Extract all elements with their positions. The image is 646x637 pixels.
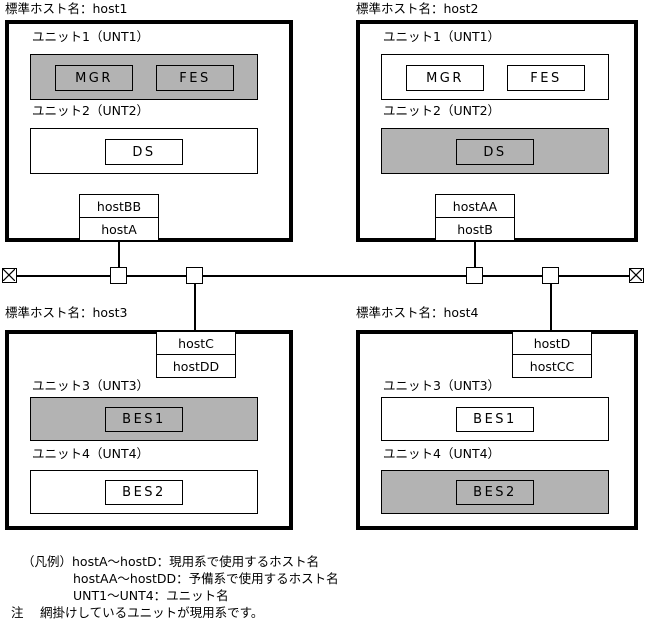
legend-note-label: 注	[11, 605, 24, 620]
unit-label-host3-unit3: ユニット3（UNT3）	[32, 378, 150, 393]
network-bus-line	[16, 275, 630, 277]
hostname-standby-host4: hostCC	[513, 355, 591, 377]
hostname-active-host1: hostA	[80, 218, 158, 240]
bus-tap-host4	[542, 267, 559, 284]
unit-label-host1-unit1: ユニット1（UNT1）	[32, 29, 150, 44]
host-caption-host4: 標準ホスト名：host4	[356, 305, 479, 320]
process-box-host1-mgr: MGR	[55, 65, 133, 91]
process-box-host3-bes2: BES2	[105, 480, 183, 505]
bus-terminator-right	[629, 268, 644, 283]
bus-tap-host1	[110, 267, 127, 284]
bus-tap-host3	[186, 267, 203, 284]
unit-label-host4-unit3: ユニット3（UNT3）	[383, 378, 501, 393]
hostname-standby-host1: hostBB	[80, 195, 158, 218]
process-box-host3-bes1: BES1	[105, 407, 183, 432]
drop-line-host1	[118, 241, 120, 276]
legend-line-2: hostAA〜hostDD：予備系で使用するホスト名	[73, 571, 339, 586]
process-box-host2-mgr: MGR	[406, 65, 484, 91]
unit-box-host1-unit2	[30, 128, 258, 174]
unit-box-host1-unit1	[30, 54, 258, 100]
process-box-host4-bes1: BES1	[456, 407, 534, 432]
legend-line-3: UNT1〜UNT4：ユニット名	[73, 588, 229, 603]
legend-line-1: （凡例）hostA〜hostD：現用系で使用するホスト名	[22, 554, 320, 569]
hostname-standby-host2: hostAA	[436, 195, 514, 218]
process-box-host2-ds: DS	[456, 139, 534, 165]
host-caption-host2: 標準ホスト名：host2	[356, 1, 479, 16]
hostname-box-host3: hostC hostDD	[156, 331, 236, 378]
drop-line-host2	[474, 241, 476, 276]
unit-box-host2-unit2	[381, 128, 609, 174]
bus-terminator-left	[2, 268, 17, 283]
unit-label-host1-unit2: ユニット2（UNT2）	[32, 103, 150, 118]
drop-line-host4	[550, 275, 552, 331]
host-caption-host1: 標準ホスト名：host1	[5, 1, 128, 16]
hostname-active-host3: hostC	[157, 332, 235, 355]
hostname-standby-host3: hostDD	[157, 355, 235, 377]
unit-label-host3-unit4: ユニット4（UNT4）	[32, 446, 150, 461]
unit-label-host4-unit4: ユニット4（UNT4）	[383, 446, 501, 461]
unit-box-host4-unit3	[381, 397, 609, 441]
process-box-host1-fes: FES	[156, 65, 234, 91]
unit-box-host3-unit4	[30, 470, 258, 514]
bus-tap-host2	[466, 267, 483, 284]
hostname-box-host1: hostBB hostA	[79, 194, 159, 241]
process-box-host4-bes2: BES2	[456, 480, 534, 505]
unit-label-host2-unit1: ユニット1（UNT1）	[383, 29, 501, 44]
hostname-active-host2: hostB	[436, 218, 514, 240]
process-box-host2-fes: FES	[507, 65, 585, 91]
unit-box-host2-unit1	[381, 54, 609, 100]
hostname-box-host4: hostD hostCC	[512, 331, 592, 378]
unit-box-host4-unit4	[381, 470, 609, 514]
process-box-host1-ds: DS	[105, 139, 183, 165]
hostname-active-host4: hostD	[513, 332, 591, 355]
hostname-box-host2: hostAA hostB	[435, 194, 515, 241]
unit-box-host3-unit3	[30, 397, 258, 441]
unit-label-host2-unit2: ユニット2（UNT2）	[383, 103, 501, 118]
legend-note-text: 網掛けしているユニットが現用系です。	[40, 605, 264, 620]
host-caption-host3: 標準ホスト名：host3	[5, 305, 128, 320]
drop-line-host3	[194, 275, 196, 331]
